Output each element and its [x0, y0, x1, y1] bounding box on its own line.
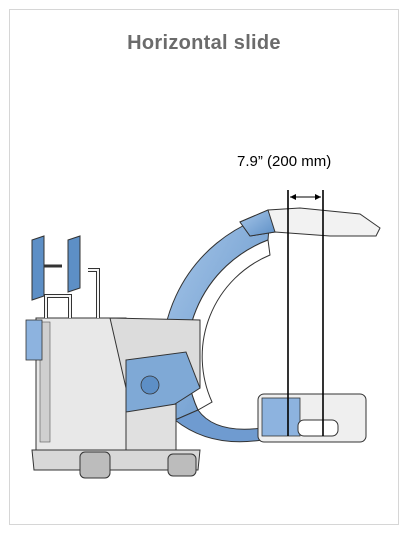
detector-housing: [257, 393, 367, 443]
wheel-base: [31, 449, 201, 479]
monitor-stand: [25, 268, 100, 361]
arrowhead-right: [315, 194, 321, 200]
monitor-right: [67, 235, 81, 293]
arrowhead-left: [290, 194, 296, 200]
wheel-rear: [167, 453, 197, 477]
wheel-front: [79, 451, 111, 479]
base-cabinet: [35, 317, 201, 451]
diagram-title: Horizontal slide: [127, 32, 281, 54]
top-arm-joint: [239, 209, 276, 237]
monitors: [31, 235, 81, 301]
c-arm-lower-arc: [174, 409, 263, 443]
dimension-indicator: [287, 190, 324, 436]
dimension-label: 7.9” (200 mm): [237, 153, 332, 170]
side-control-panel: [25, 319, 43, 361]
monitor-left: [31, 235, 45, 301]
c-arm: [161, 214, 271, 443]
